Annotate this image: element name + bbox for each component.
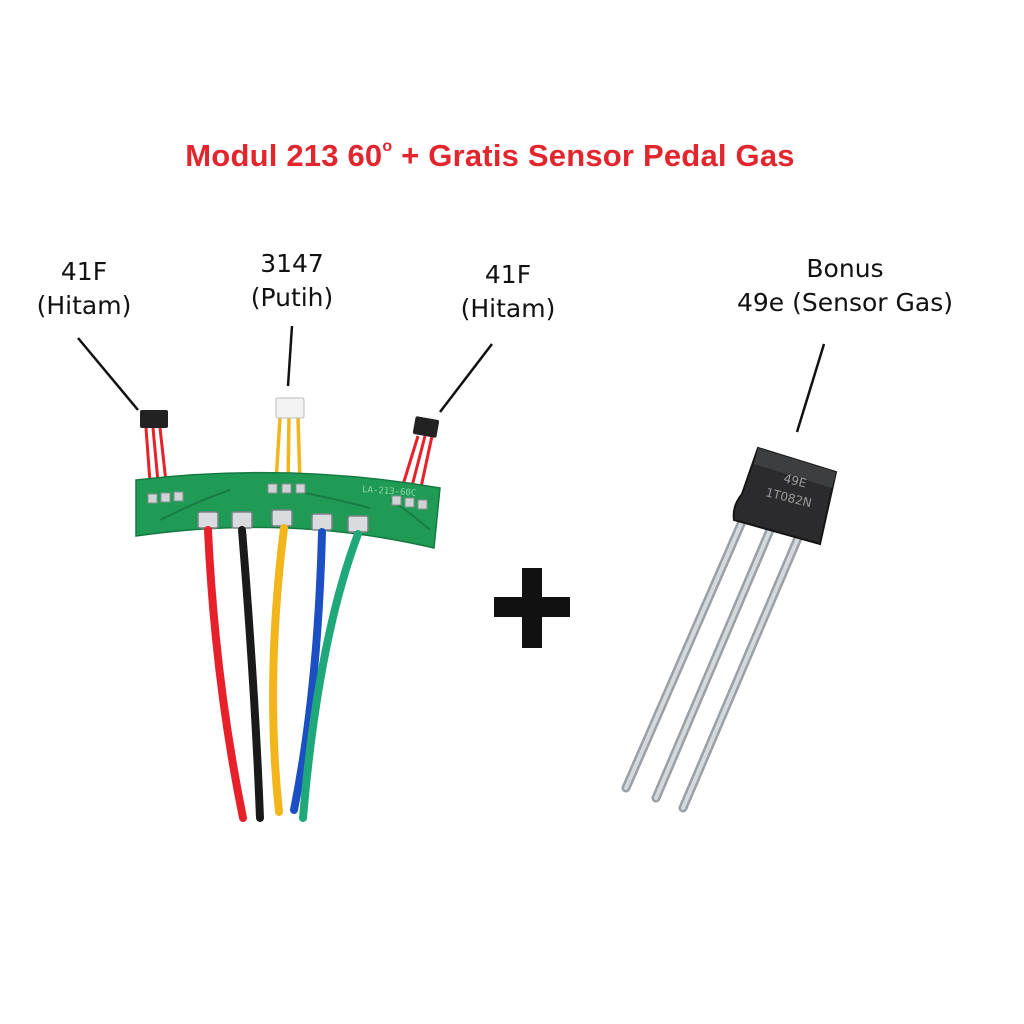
label-left-sensor: 41F (Hitam) <box>24 255 144 323</box>
plus-icon <box>494 568 570 648</box>
leader-lines <box>77 325 826 433</box>
hall-sensor-49e: 49E 1T082N <box>621 446 838 813</box>
sensor-legs <box>621 503 809 813</box>
label-middle-color: (Putih) <box>250 283 334 312</box>
degree-mark: o <box>382 137 393 155</box>
label-bonus-title: Bonus <box>806 254 884 283</box>
label-middle-code: 3147 <box>260 249 324 278</box>
label-right-code: 41F <box>484 260 532 289</box>
pcb-silkscreen: LA-213-60C <box>362 485 417 499</box>
page-title: Modul 213 60o + Gratis Sensor Pedal Gas <box>0 138 980 174</box>
wire-green <box>299 530 362 822</box>
chip-marking-line1: 49E <box>782 471 808 490</box>
leader-line-right <box>439 343 493 413</box>
title-prefix: Modul 213 60 <box>185 138 383 173</box>
label-left-color: (Hitam) <box>36 291 132 320</box>
wire-bundle <box>204 524 362 822</box>
right-hall-sensor <box>400 416 440 493</box>
label-bonus-sensor: Bonus 49e (Sensor Gas) <box>700 252 990 320</box>
left-hall-sensor <box>140 410 168 483</box>
title-suffix: + Gratis Sensor Pedal Gas <box>392 138 795 173</box>
pcb-board: LA-213-60C <box>135 471 441 549</box>
label-left-code: 41F <box>60 257 108 286</box>
leader-line-middle <box>286 325 294 387</box>
wire-black <box>238 526 264 822</box>
label-right-sensor: 41F (Hitam) <box>448 258 568 326</box>
middle-hall-sensor <box>274 397 305 483</box>
wire-red <box>204 526 247 822</box>
label-bonus-desc: 49e (Sensor Gas) <box>736 288 953 317</box>
label-middle-sensor: 3147 (Putih) <box>232 247 352 315</box>
leader-line-left <box>77 337 139 411</box>
wire-yellow <box>269 524 288 816</box>
leader-line-bonus <box>795 343 826 433</box>
label-right-color: (Hitam) <box>460 294 556 323</box>
wire-blue <box>290 528 326 814</box>
